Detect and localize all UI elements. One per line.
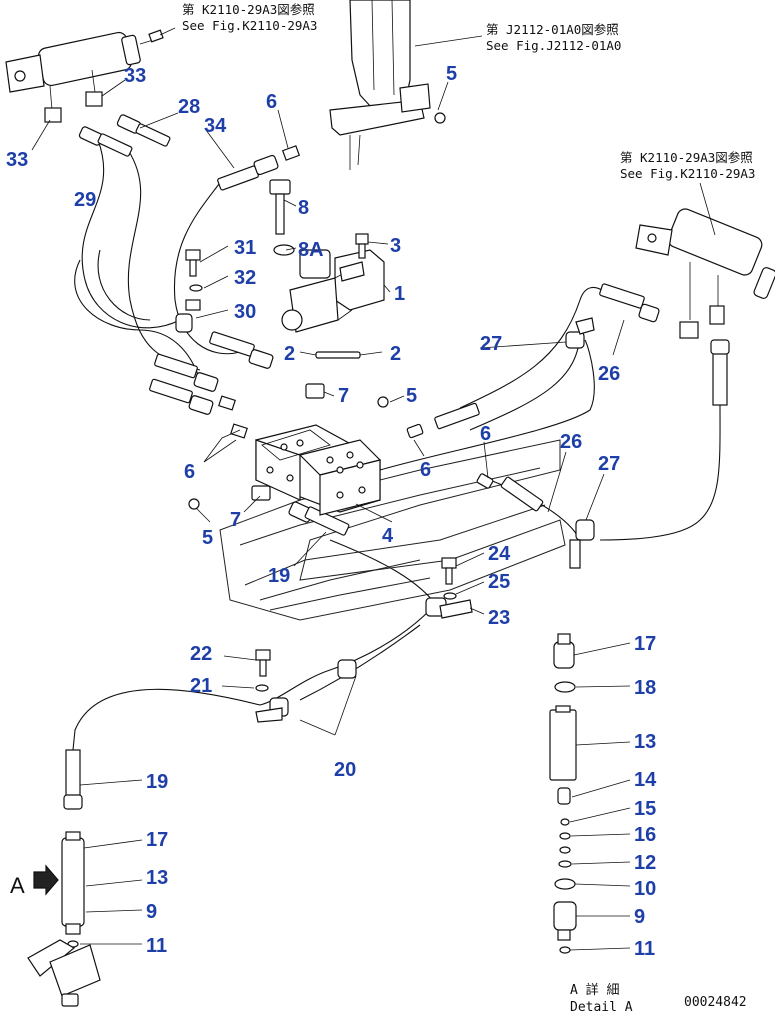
callout-9: 9: [634, 906, 645, 928]
leader-lines: [31, 27, 716, 951]
callout-11: 11: [634, 938, 655, 960]
hose-fittings: [63, 114, 730, 810]
callout-8a: 8A: [298, 239, 324, 261]
callout-16: 16: [634, 824, 656, 846]
callout-24: 24: [488, 543, 511, 565]
callout-10: 10: [634, 878, 656, 900]
small-fittings: [188, 351, 494, 510]
ref-right-jp: 第 K2110-29A3図参照: [620, 150, 753, 165]
pilot-cylinder-right: [635, 208, 775, 339]
callout-31: 31: [234, 237, 256, 259]
callout-26: 26: [598, 363, 620, 385]
detail-caption-jp: A 詳 細: [570, 982, 619, 998]
lever-bracket: [329, 0, 446, 170]
callout-4: 4: [382, 525, 394, 547]
reference-notes: 第 K2110-29A3図参照 See Fig.K2110-29A3 第 J21…: [182, 2, 755, 181]
bolts: [185, 179, 457, 692]
ref-top-mid-jp: 第 J2112-01A0図参照: [486, 22, 619, 37]
hose-clamps: [175, 299, 595, 723]
callout-13: 13: [634, 731, 656, 753]
callout-22: 22: [190, 643, 212, 665]
callout-20: 20: [334, 759, 356, 781]
pilot-cylinder-left: [5, 29, 164, 123]
callout-33: 33: [6, 149, 28, 171]
callout-30: 30: [234, 301, 256, 323]
view-a-assembly: [27, 831, 101, 1007]
callout-17: 17: [634, 633, 656, 655]
callout-12: 12: [634, 852, 656, 874]
callout-6: 6: [184, 461, 195, 483]
callout-5: 5: [446, 63, 457, 85]
ref-top-left-jp: 第 K2110-29A3図参照: [182, 2, 315, 17]
solenoid-valve: [281, 249, 385, 333]
valve-block: [255, 424, 382, 516]
callout-33: 33: [124, 65, 146, 87]
callout-2: 2: [284, 343, 295, 365]
callout-numbers: 33 33 28 29 34 6 5 8 8A 3 31 32 30 1 2 2…: [6, 63, 657, 960]
callout-7: 7: [230, 509, 241, 531]
view-a-letter: A: [10, 873, 25, 898]
ref-top-left-en: See Fig.K2110-29A3: [182, 18, 317, 33]
callout-2: 2: [390, 343, 401, 365]
callout-14: 14: [634, 769, 657, 791]
callout-6: 6: [420, 459, 431, 481]
callout-25: 25: [488, 571, 510, 593]
hoses: [71, 139, 721, 761]
detail-caption-en: Detail A: [570, 1000, 633, 1015]
detail-labels: A A 詳 細 Detail A 00024842: [10, 873, 747, 1015]
callout-19: 19: [268, 565, 290, 587]
ref-top-mid-en: See Fig.J2112-01A0: [486, 38, 621, 53]
callout-27: 27: [480, 333, 502, 355]
callout-29: 29: [74, 189, 96, 211]
callout-18: 18: [634, 677, 656, 699]
callout-28: 28: [178, 96, 200, 118]
callout-11: 11: [146, 935, 167, 957]
detail-a-parts: [549, 633, 577, 954]
callout-34: 34: [204, 115, 227, 137]
callout-6: 6: [266, 91, 277, 113]
callout-21: 21: [190, 675, 212, 697]
ref-right-en: See Fig.K2110-29A3: [620, 166, 755, 181]
callout-27: 27: [598, 453, 620, 475]
callout-6: 6: [480, 423, 491, 445]
callout-32: 32: [234, 267, 256, 289]
callout-17: 17: [146, 829, 168, 851]
callout-9: 9: [146, 901, 157, 923]
callout-23: 23: [488, 607, 510, 629]
callout-15: 15: [634, 798, 656, 820]
callout-19: 19: [146, 771, 168, 793]
callout-8: 8: [298, 197, 309, 219]
drawing-number: 00024842: [684, 995, 747, 1010]
callout-7: 7: [338, 385, 349, 407]
callout-5: 5: [202, 527, 213, 549]
callout-1: 1: [394, 283, 405, 305]
callout-13: 13: [146, 867, 168, 889]
callout-26: 26: [560, 431, 582, 453]
callout-5: 5: [406, 385, 417, 407]
callout-3: 3: [390, 235, 401, 257]
